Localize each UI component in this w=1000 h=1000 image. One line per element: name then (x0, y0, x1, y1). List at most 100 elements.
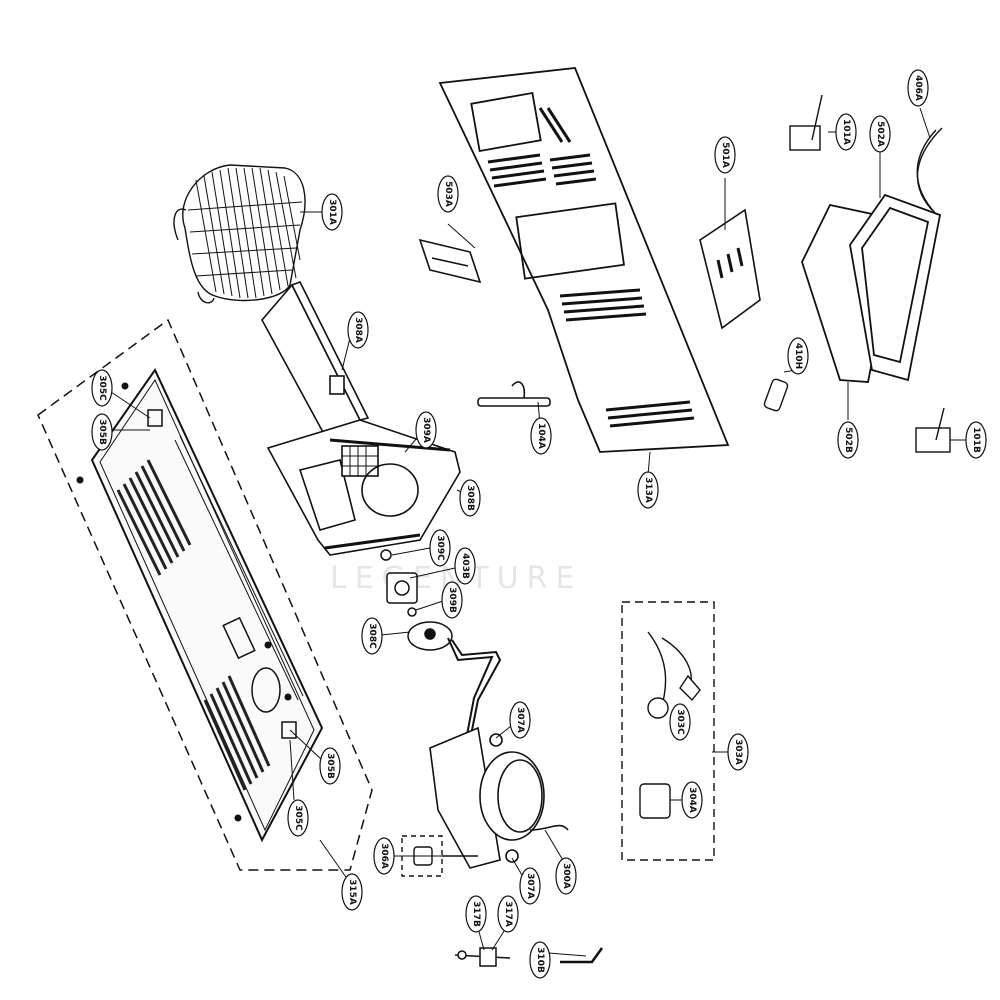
callout-bubble (787, 337, 809, 375)
callout-307a-bottom: 307A (519, 867, 541, 905)
base-panel-315a (37, 318, 373, 871)
callout-101a: 101A (835, 113, 857, 151)
callout-bubble (287, 799, 309, 837)
callout-bubble (529, 941, 551, 979)
callout-bubble (91, 369, 113, 407)
callout-bubble (965, 421, 987, 459)
callout-leaders (107, 107, 966, 957)
callout-306a: 306A (373, 837, 395, 875)
callout-label: 313A (643, 477, 653, 503)
callout-bubble (373, 837, 395, 875)
callout-label: 300A (561, 863, 571, 889)
callout-label: 304A (687, 787, 697, 813)
fan-motor-403b (380, 549, 418, 617)
callout-bubble (869, 115, 891, 153)
callout-label: 307A (525, 873, 535, 899)
callout-303a: 303A (727, 733, 749, 771)
callout-bubble (459, 479, 481, 517)
callout-bubble (429, 529, 451, 567)
fan-blade-308c (407, 621, 453, 651)
callout-label: 307A (515, 707, 525, 733)
callout-305b-top: 305B (91, 413, 113, 451)
callout-305c-bottom: 305C (287, 799, 309, 837)
callout-300a: 300A (555, 857, 577, 895)
callout-label: 305C (293, 805, 303, 831)
callout-309c: 309C (429, 529, 451, 567)
callout-502b: 502B (837, 421, 859, 459)
callout-bubble (441, 581, 463, 619)
callout-label: 406A (913, 75, 923, 101)
callout-bubble (714, 136, 736, 174)
callout-501a: 501A (714, 136, 736, 174)
callout-label: 503A (443, 181, 453, 207)
callout-bubble (437, 175, 459, 213)
callout-label: 305B (325, 753, 335, 779)
callout-label: 310B (535, 947, 545, 973)
callout-406a: 406A (907, 69, 929, 107)
callout-label: 303A (733, 739, 743, 765)
callout-bubble (519, 867, 541, 905)
callout-bubble (907, 69, 929, 107)
callout-bubble (341, 873, 363, 911)
callout-label: 410H (793, 343, 803, 369)
callout-303c: 303C (669, 703, 691, 741)
callout-label: 317A (503, 901, 513, 927)
hinge-104a (477, 381, 551, 407)
callout-label: 308B (465, 485, 475, 511)
callout-label: 308C (367, 623, 377, 649)
callout-label: 502B (843, 427, 853, 453)
callout-503a: 503A (437, 175, 459, 213)
valve-317 (454, 947, 511, 967)
relay-group-303a (621, 601, 715, 861)
callout-317a: 317A (497, 895, 519, 933)
callout-label: 315A (347, 879, 357, 905)
control-plate-501a (699, 208, 761, 330)
condenser-coil-301a (173, 164, 306, 304)
clip-101a (789, 94, 823, 151)
callout-403b: 403B (454, 547, 476, 585)
callout-305b-bottom: 305B (319, 747, 341, 785)
callout-bubble (835, 113, 857, 151)
callout-bubble (669, 703, 691, 741)
callout-bubble (347, 311, 369, 349)
tube-310b (560, 947, 604, 964)
callout-bubble (91, 413, 113, 451)
callout-label: 309C (435, 535, 445, 561)
fan-shroud-assembly (261, 280, 461, 556)
callout-label: 306A (379, 843, 389, 869)
callout-308a: 308A (347, 311, 369, 349)
callout-label: 101B (971, 427, 981, 453)
callout-308b: 308B (459, 479, 481, 517)
callout-304a: 304A (681, 781, 703, 819)
callout-labels: 406A 101A 502A 501A 503A 301A 308A 305C 305B 309A… (91, 69, 987, 979)
callout-label: 309B (447, 587, 457, 613)
callout-315a: 315A (341, 873, 363, 911)
callout-bubble (319, 747, 341, 785)
callout-bubble (509, 701, 531, 739)
callout-label: 308A (353, 317, 363, 343)
callout-bubble (454, 547, 476, 585)
callout-label: 317B (471, 901, 481, 927)
power-cord-406a (916, 127, 943, 215)
callout-bubble (555, 857, 577, 895)
callout-410h: 410H (787, 337, 809, 375)
callout-502a: 502A (869, 115, 891, 153)
callout-308c: 308C (361, 617, 383, 655)
callout-label: 301A (327, 199, 337, 225)
callout-317b: 317B (465, 895, 487, 933)
bracket-500a (418, 238, 482, 284)
callout-label: 305C (97, 375, 107, 401)
callout-label: 309A (421, 417, 431, 443)
compressor-300a (429, 726, 569, 869)
callout-bubble (837, 421, 859, 459)
callout-label: 104A (536, 423, 546, 449)
callout-309a: 309A (415, 411, 437, 449)
callout-301a: 301A (321, 193, 343, 231)
callout-313a: 313A (637, 471, 659, 509)
callout-label: 303C (675, 709, 685, 735)
callout-label: 502A (875, 121, 885, 147)
control-box-502 (801, 193, 942, 383)
callout-label: 305B (97, 419, 107, 445)
callout-bubble (637, 471, 659, 509)
